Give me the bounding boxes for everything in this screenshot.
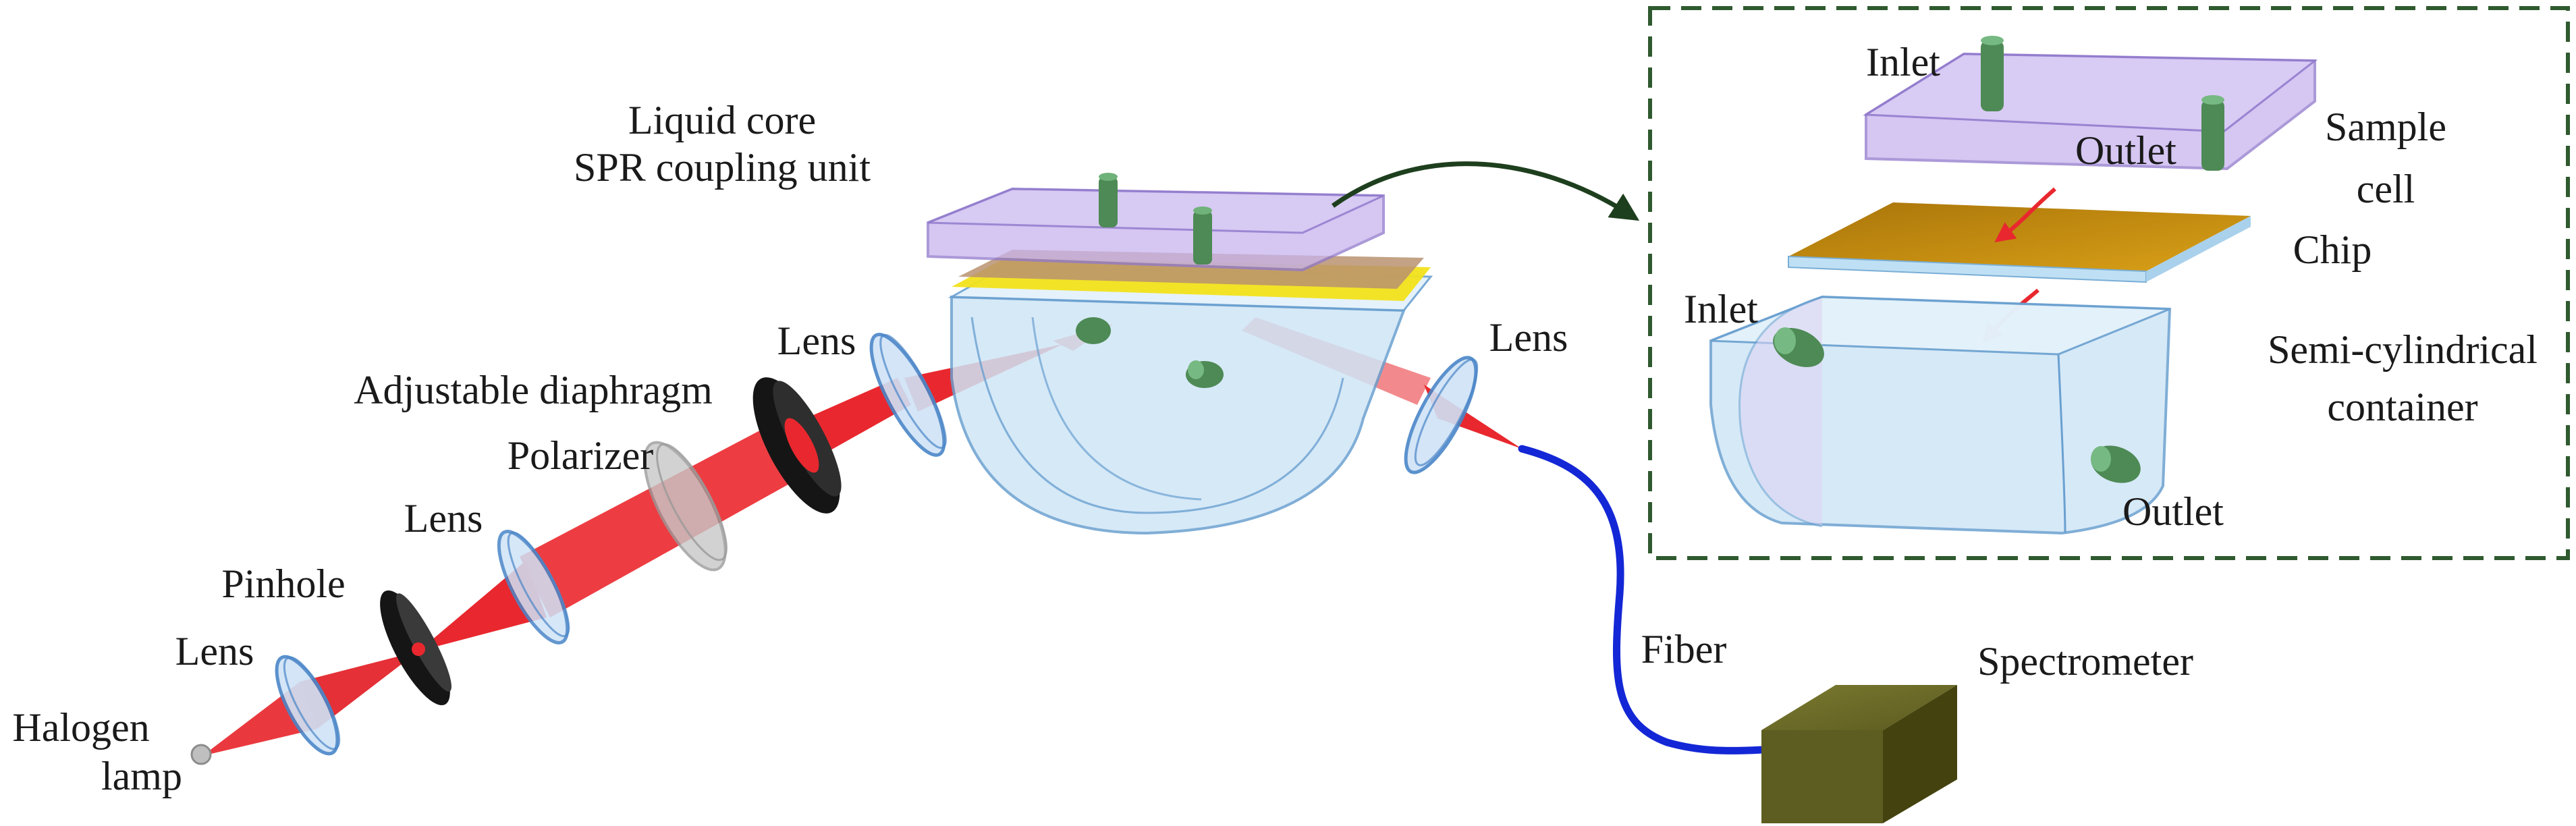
lens-1-label: Lens: [175, 629, 254, 673]
inset-outlet-top-label: Outlet: [2075, 128, 2176, 173]
halogen-lamp-bulb: [190, 744, 212, 765]
halogen-lamp-label-2: lamp: [101, 754, 182, 798]
inset-semi-cylindrical-container: [1709, 295, 2172, 535]
inset-sample-cell: [1863, 36, 2318, 171]
flow-arrow-1: [1994, 187, 2056, 243]
inset-container-label-1: Semi-cylindrical: [2268, 327, 2538, 372]
lens-2: [497, 530, 570, 644]
lens-4-label: Lens: [1489, 315, 1568, 360]
inset-container-label-2: container: [2327, 385, 2477, 429]
lens-4: [1404, 356, 1479, 474]
inset-sample-cell-label-2: cell: [2357, 167, 2415, 211]
zoom-arrow: [1331, 161, 1640, 221]
fiber-label: Fiber: [1641, 627, 1727, 671]
spectrometer-label: Spectrometer: [1977, 639, 2193, 684]
inset-border: [1648, 6, 2570, 560]
inset-sample-cell-label-1: Sample: [2325, 105, 2446, 149]
lens-3-label: Lens: [777, 319, 856, 363]
inset-inlet-top-label: Inlet: [1866, 40, 1940, 84]
adjustable-diaphragm-label: Adjustable diaphragm: [354, 368, 713, 412]
lens-3: [869, 333, 947, 457]
pinhole: [380, 590, 452, 706]
inset-chip-label: Chip: [2293, 227, 2372, 272]
inset-inlet-side-label: Inlet: [1684, 287, 1758, 331]
adjustable-diaphragm: [752, 377, 842, 514]
exploded-view-inset: Inlet Outlet Sample cell Chip Inlet Semi…: [1648, 6, 2570, 560]
lens-2-label: Lens: [404, 496, 483, 541]
pinhole-label: Pinhole: [221, 561, 345, 606]
spectrometer: [1761, 685, 1957, 823]
spr-coupling-unit: [927, 173, 1433, 535]
inset-chip: [1788, 202, 2251, 283]
lens-1: [275, 655, 341, 756]
polarizer-label: Polarizer: [508, 433, 654, 478]
optical-fiber: [1518, 445, 1786, 754]
polarizer: [643, 441, 728, 572]
inset-outlet-bottom-label: Outlet: [2122, 489, 2224, 534]
coupling-unit-label-1: Liquid core: [628, 98, 816, 142]
coupling-unit-label-2: SPR coupling unit: [574, 145, 871, 190]
halogen-lamp-label-1: Halogen: [12, 705, 149, 750]
